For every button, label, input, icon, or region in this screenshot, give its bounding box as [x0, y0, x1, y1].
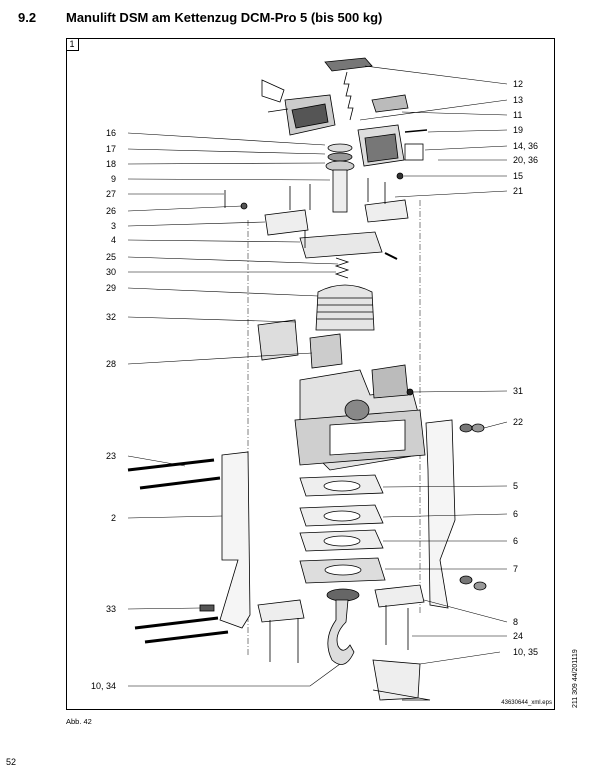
callout-right: 21	[513, 186, 523, 196]
callout-right: 11	[513, 110, 522, 120]
callout-left: 28	[106, 359, 116, 369]
callout-left: 17	[106, 144, 116, 154]
callout-left: 30	[106, 267, 116, 277]
figure-frame	[66, 38, 555, 710]
callout-left: 29	[106, 283, 116, 293]
callout-right: 5	[513, 481, 518, 491]
callout-right: 19	[513, 125, 523, 135]
callout-right: 22	[513, 417, 523, 427]
callout-right: 6	[513, 536, 518, 546]
callout-left: 9	[111, 174, 116, 184]
callout-right: 14, 36	[513, 141, 538, 151]
callout-left: 32	[106, 312, 116, 322]
callout-right: 8	[513, 617, 518, 627]
figure-caption: Abb. 42	[66, 717, 92, 726]
callout-left: 25	[106, 252, 116, 262]
callout-left: 3	[111, 221, 116, 231]
callout-right: 20, 36	[513, 155, 538, 165]
callout-right: 15	[513, 171, 523, 181]
callout-left: 27	[106, 189, 116, 199]
document-code: 211 309 44/201119	[572, 649, 579, 708]
callout-right: 7	[513, 564, 518, 574]
callout-left: 26	[106, 206, 116, 216]
callout-right: 13	[513, 95, 523, 105]
callout-left: 33	[106, 604, 116, 614]
callout-right: 12	[513, 79, 523, 89]
section-number: 9.2	[18, 10, 37, 25]
callout-left: 2	[111, 513, 116, 523]
callout-left: 16	[106, 128, 116, 138]
callout-right: 10, 35	[513, 647, 538, 657]
figure-index: 1	[66, 38, 79, 51]
callout-left: 18	[106, 159, 116, 169]
callout-right: 24	[513, 631, 523, 641]
page-number: 52	[6, 757, 17, 767]
callout-left: 4	[111, 235, 116, 245]
figure-file-reference: 43630644_xml.eps	[501, 700, 552, 706]
callout-right: 6	[513, 509, 518, 519]
callout-left: 23	[106, 451, 116, 461]
callout-right: 31	[513, 386, 523, 396]
callout-left: 10, 34	[91, 681, 116, 691]
section-title: Manulift DSM am Kettenzug DCM-Pro 5 (bis…	[66, 10, 383, 25]
